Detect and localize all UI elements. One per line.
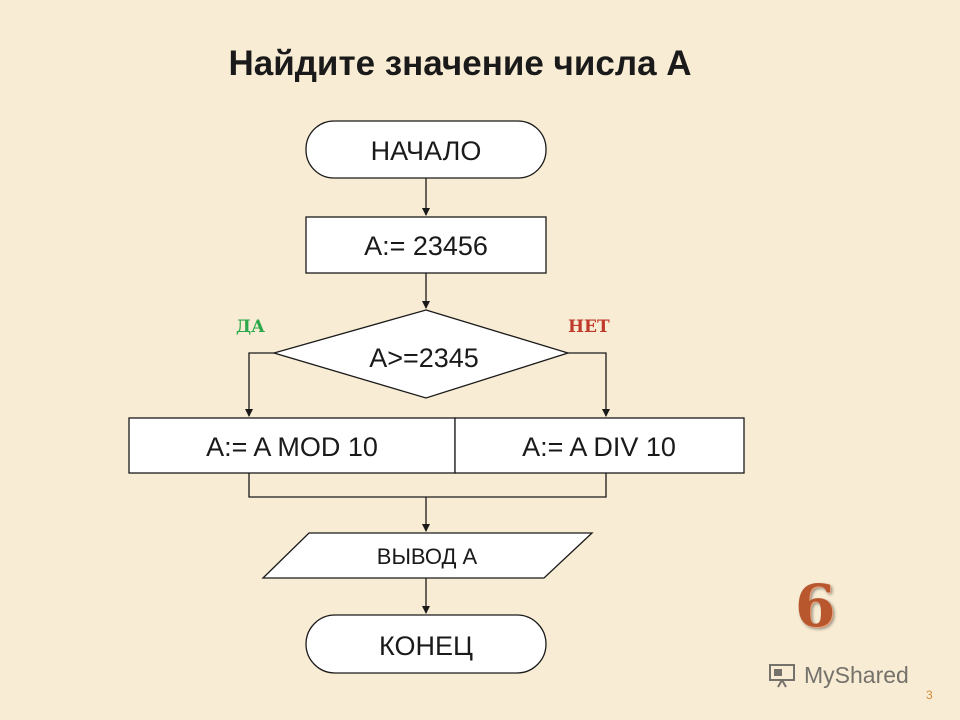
mod-box: A:= A MOD 10 [128, 417, 456, 474]
no-label: НЕТ [568, 317, 610, 337]
condition-diamond: A>=2345 [271, 309, 571, 399]
assign-box: A:= 23456 [305, 216, 547, 274]
output-label: ВЫВОД А [377, 544, 478, 569]
connector-no-branch [568, 352, 610, 417]
connector-yes-branch [245, 352, 274, 417]
assign-label: A:= 23456 [364, 231, 488, 261]
page-title: Найдите значение числа А [228, 44, 692, 83]
watermark-text: MyShared [804, 661, 909, 688]
presentation-icon [769, 664, 795, 688]
condition-label: A>=2345 [369, 343, 479, 373]
page-number: 3 [926, 688, 933, 702]
div-box: A:= A DIV 10 [454, 417, 745, 474]
end-terminator: КОНЕЦ [305, 614, 547, 674]
connector-merge [248, 473, 607, 498]
start-label: НАЧАЛО [371, 136, 482, 166]
start-terminator: НАЧАЛО [305, 120, 547, 179]
end-label: КОНЕЦ [379, 631, 473, 661]
answer-digit: 6 [795, 572, 836, 640]
mod-label: A:= A MOD 10 [206, 432, 378, 462]
watermark: MyShared [768, 660, 909, 690]
output-parallelogram: ВЫВОД А [261, 532, 594, 579]
div-label: A:= A DIV 10 [522, 432, 676, 462]
yes-label: ДА [236, 317, 265, 337]
